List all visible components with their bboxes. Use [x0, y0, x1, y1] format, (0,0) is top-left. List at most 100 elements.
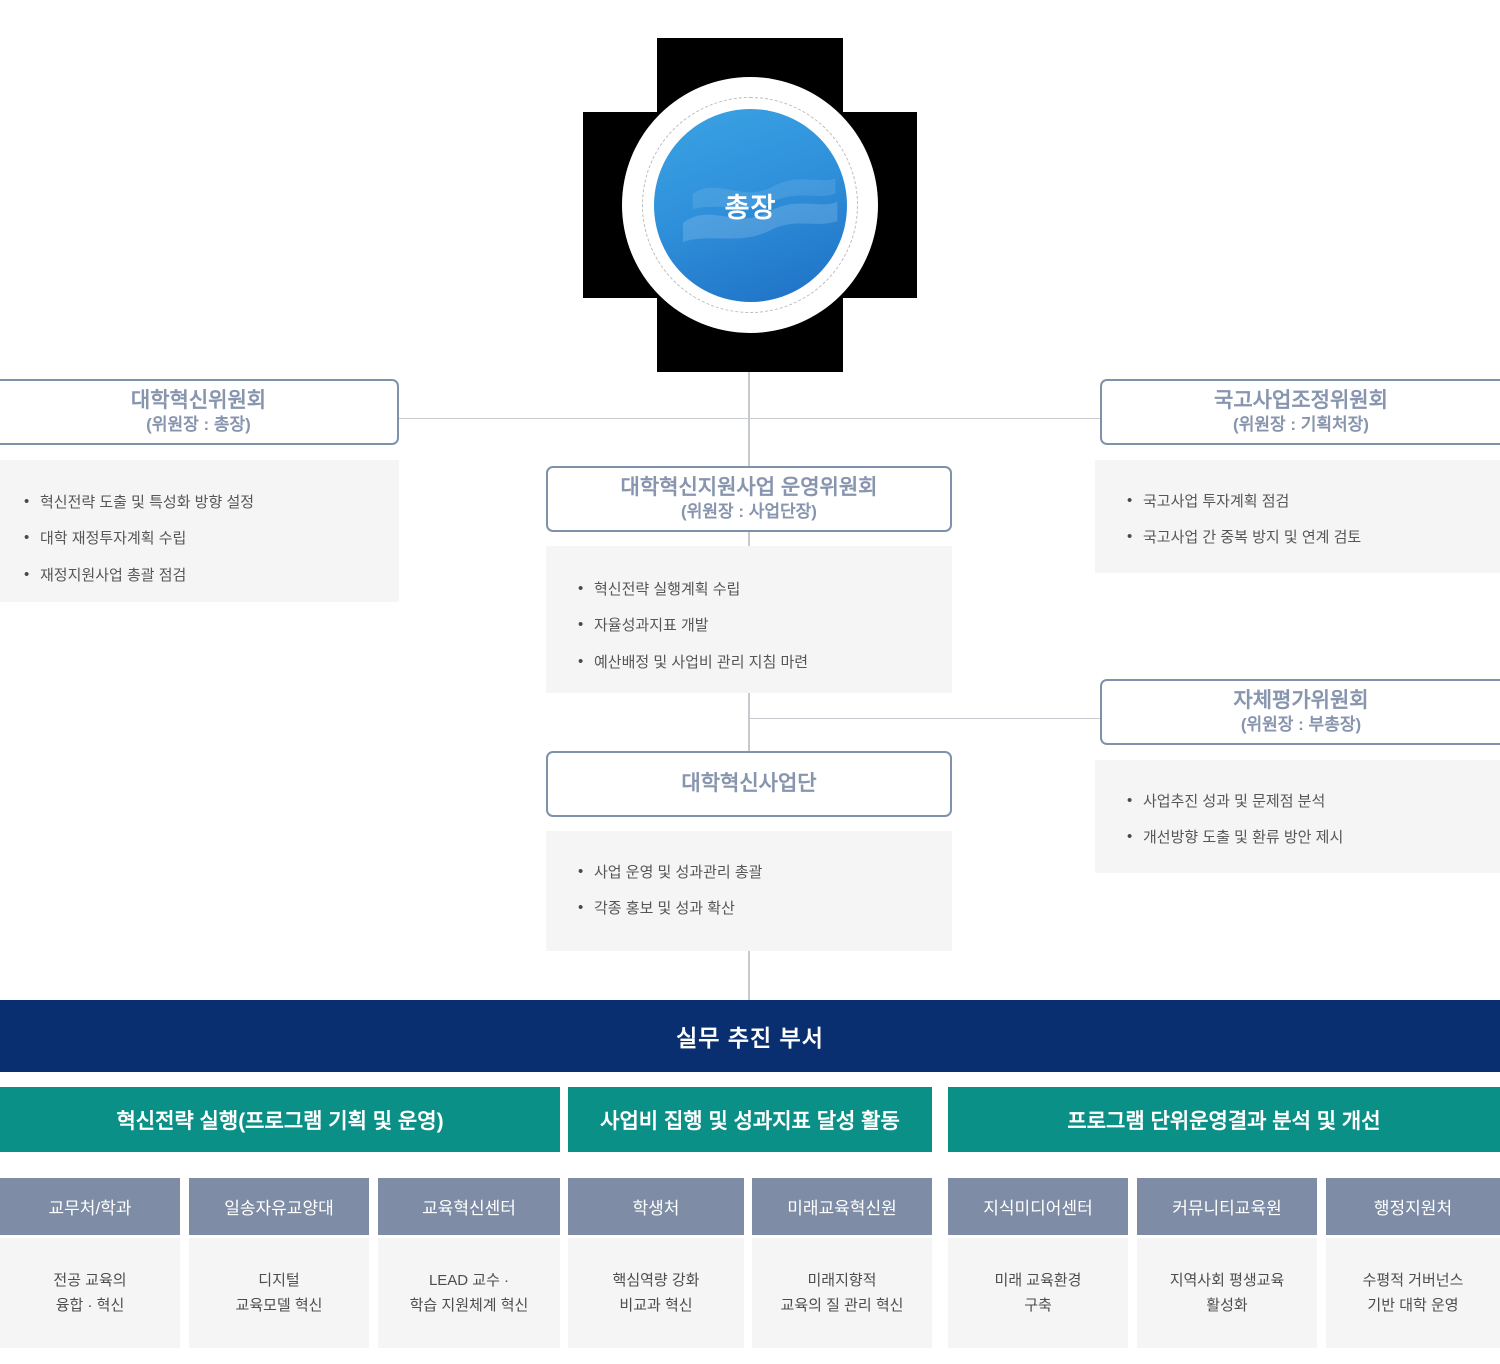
department-header[interactable]: 지식미디어센터: [948, 1178, 1128, 1235]
list-item: 사업추진 성과 및 문제점 분석: [1125, 791, 1500, 812]
committee-header-support-project-steering[interactable]: 대학혁신지원사업 운영위원회 (위원장 : 사업단장): [546, 466, 952, 532]
list-item: 대학 재정투자계획 수립: [22, 528, 399, 549]
department-body: 미래지향적 교육의 질 관리 혁신: [752, 1238, 932, 1348]
committee-card-national-project-coord: 국고사업조정위원회 (위원장 : 기획처장) 국고사업 투자계획 점검 국고사업…: [1095, 379, 1500, 573]
department-name: 교무처/학과: [48, 1199, 132, 1218]
committee-header-self-evaluation[interactable]: 자체평가위원회 (위원장 : 부총장): [1100, 679, 1500, 745]
committee-title: 국고사업조정위원회: [1214, 388, 1388, 412]
department-body: 핵심역량 강화 비교과 혁신: [568, 1238, 744, 1348]
group-label: 혁신전략 실행(프로그램 기획 및 운영): [116, 1109, 444, 1133]
department-header[interactable]: 교무처/학과: [0, 1178, 180, 1235]
department-column-2: 일송자유교양대 디지털 교육모델 혁신: [189, 1178, 369, 1348]
group-label: 사업비 집행 및 성과지표 달성 활동: [600, 1109, 900, 1133]
list-item: 재정지원사업 총괄 점검: [22, 564, 399, 586]
corner-bracket-bottom-left: [583, 298, 657, 372]
committee-card-self-evaluation: 자체평가위원회 (위원장 : 부총장) 사업추진 성과 및 문제점 분석 개선방…: [1095, 679, 1500, 873]
committee-subtitle: (위원장 : 기획처장): [1233, 415, 1369, 435]
department-column-5: 미래교육혁신원 미래지향적 교육의 질 관리 혁신: [752, 1178, 932, 1348]
committee-bullet-list: 혁신전략 실행계획 수립 자율성과지표 개발 예산배정 및 사업비 관리 지침 …: [576, 579, 952, 673]
department-name: 일송자유교양대: [224, 1199, 334, 1218]
group-header-2[interactable]: 사업비 집행 및 성과지표 달성 활동: [568, 1087, 932, 1152]
committee-bullet-list: 국고사업 투자계획 점검 국고사업 간 중복 방지 및 연계 검토: [1125, 491, 1500, 549]
university-emblem-wave-icon: [682, 178, 838, 243]
department-body: 지역사회 평생교육 활성화: [1137, 1238, 1317, 1348]
committee-subtitle: (위원장 : 사업단장): [681, 502, 817, 522]
corner-bracket-top-right: [843, 38, 917, 112]
department-column-4: 학생처 핵심역량 강화 비교과 혁신: [568, 1178, 744, 1348]
department-column-8: 행정지원처 수평적 거버넌스 기반 대학 운영: [1326, 1178, 1500, 1348]
committee-header-national-project-coord[interactable]: 국고사업조정위원회 (위원장 : 기획처장): [1100, 379, 1500, 445]
department-desc-line1: 디지털: [258, 1271, 300, 1289]
department-body: 디지털 교육모델 혁신: [189, 1238, 369, 1348]
department-desc-line1: 전공 교육의: [53, 1271, 127, 1289]
committee-subtitle: (위원장 : 부총장): [1240, 715, 1362, 735]
department-desc-line1: LEAD 교수 ·: [428, 1271, 510, 1289]
department-desc-line1: 미래지향적: [807, 1271, 877, 1289]
department-column-3: 교육혁신센터 LEAD 교수 · 학습 지원체계 혁신: [378, 1178, 560, 1348]
committee-body-univ-innovation: 혁신전략 도출 및 특성화 방향 설정 대학 재정투자계획 수립 재정지원사업 …: [0, 460, 399, 602]
committee-card-innovation-group: 대학혁신사업단 사업 운영 및 성과관리 총괄 각종 홍보 및 성과 확산: [546, 751, 952, 951]
department-body: 수평적 거버넌스 기반 대학 운영: [1326, 1238, 1500, 1348]
department-desc-line2: 교육모델 혁신: [235, 1297, 323, 1314]
department-desc-line1: 미래 교육환경: [994, 1271, 1082, 1289]
department-body: 전공 교육의 융합 · 혁신: [0, 1238, 180, 1348]
committee-title: 자체평가위원회: [1233, 688, 1369, 712]
committee-body-support-project-steering: 혁신전략 실행계획 수립 자율성과지표 개발 예산배정 및 사업비 관리 지침 …: [546, 546, 952, 693]
president-label: 총장: [724, 193, 777, 223]
committee-bullet-list: 사업추진 성과 및 문제점 분석 개선방향 도출 및 환류 방안 제시: [1125, 791, 1500, 849]
president-node: 총장: [583, 38, 917, 372]
department-desc-line2: 구축: [1024, 1297, 1052, 1314]
committee-card-support-project-steering: 대학혁신지원사업 운영위원회 (위원장 : 사업단장) 혁신전략 실행계획 수립…: [546, 466, 952, 693]
committee-card-univ-innovation: 대학혁신위원회 (위원장 : 총장) 혁신전략 도출 및 특성화 방향 설정 대…: [0, 379, 399, 602]
committee-body-innovation-group: 사업 운영 및 성과관리 총괄 각종 홍보 및 성과 확산: [546, 831, 952, 951]
department-header[interactable]: 일송자유교양대: [189, 1178, 369, 1235]
corner-bracket-bottom-right: [843, 298, 917, 372]
list-item: 예산배정 및 사업비 관리 지침 마련: [576, 651, 952, 673]
department-header[interactable]: 미래교육혁신원: [752, 1178, 932, 1235]
department-desc-line2: 학습 지원체계 혁신: [409, 1297, 529, 1314]
committee-body-national-project-coord: 국고사업 투자계획 점검 국고사업 간 중복 방지 및 연계 검토: [1095, 460, 1500, 573]
department-desc-line1: 수평적 거버넌스: [1362, 1271, 1464, 1289]
department-header[interactable]: 학생처: [568, 1178, 744, 1235]
committee-subtitle: (위원장 : 총장): [146, 415, 251, 435]
list-item: 각종 홍보 및 성과 확산: [576, 898, 952, 919]
department-name: 학생처: [632, 1199, 680, 1218]
committee-bullet-list: 혁신전략 도출 및 특성화 방향 설정 대학 재정투자계획 수립 재정지원사업 …: [22, 492, 399, 586]
connector-right-committee: [749, 418, 1101, 419]
department-header[interactable]: 커뮤니티교육원: [1137, 1178, 1317, 1235]
committee-body-self-evaluation: 사업추진 성과 및 문제점 분석 개선방향 도출 및 환류 방안 제시: [1095, 760, 1500, 873]
committee-bullet-list: 사업 운영 및 성과관리 총괄 각종 홍보 및 성과 확산: [576, 862, 952, 920]
working-department-bar: 실무 추진 부서: [0, 1000, 1500, 1072]
group-header-1[interactable]: 혁신전략 실행(프로그램 기획 및 운영): [0, 1087, 560, 1152]
list-item: 혁신전략 도출 및 특성화 방향 설정: [22, 492, 399, 513]
committee-title: 대학혁신사업단: [681, 771, 817, 795]
department-desc-line1: 핵심역량 강화: [612, 1271, 700, 1289]
department-header[interactable]: 교육혁신센터: [378, 1178, 560, 1235]
list-item: 개선방향 도출 및 환류 방안 제시: [1125, 827, 1500, 848]
list-item: 자율성과지표 개발: [576, 615, 952, 636]
connector-self-evaluation: [749, 718, 1101, 719]
department-name: 미래교육혁신원: [787, 1199, 897, 1218]
committee-title: 대학혁신지원사업 운영위원회: [620, 475, 878, 499]
group-header-3[interactable]: 프로그램 단위운영결과 분석 및 개선: [948, 1087, 1500, 1152]
connector-left-committee: [397, 418, 749, 419]
department-body: LEAD 교수 · 학습 지원체계 혁신: [378, 1238, 560, 1348]
department-header[interactable]: 행정지원처: [1326, 1178, 1500, 1235]
connector-president-to-steering: [748, 340, 750, 470]
department-column-6: 지식미디어센터 미래 교육환경 구축: [948, 1178, 1128, 1348]
list-item: 사업 운영 및 성과관리 총괄: [576, 862, 952, 883]
committee-header-innovation-group[interactable]: 대학혁신사업단: [546, 751, 952, 817]
president-circle: 총장: [654, 109, 847, 302]
list-item: 혁신전략 실행계획 수립: [576, 579, 952, 600]
department-column-1: 교무처/학과 전공 교육의 융합 · 혁신: [0, 1178, 180, 1348]
department-name: 행정지원처: [1373, 1199, 1453, 1218]
department-desc-line2: 기반 대학 운영: [1367, 1297, 1459, 1314]
department-desc-line2: 교육의 질 관리 혁신: [780, 1297, 904, 1314]
committee-header-univ-innovation[interactable]: 대학혁신위원회 (위원장 : 총장): [0, 379, 399, 445]
group-label: 프로그램 단위운영결과 분석 및 개선: [1067, 1109, 1381, 1133]
department-desc-line1: 지역사회 평생교육: [1169, 1271, 1285, 1289]
corner-bracket-top-left: [583, 38, 657, 112]
working-department-label: 실무 추진 부서: [676, 1025, 824, 1051]
list-item: 국고사업 투자계획 점검: [1125, 491, 1500, 512]
